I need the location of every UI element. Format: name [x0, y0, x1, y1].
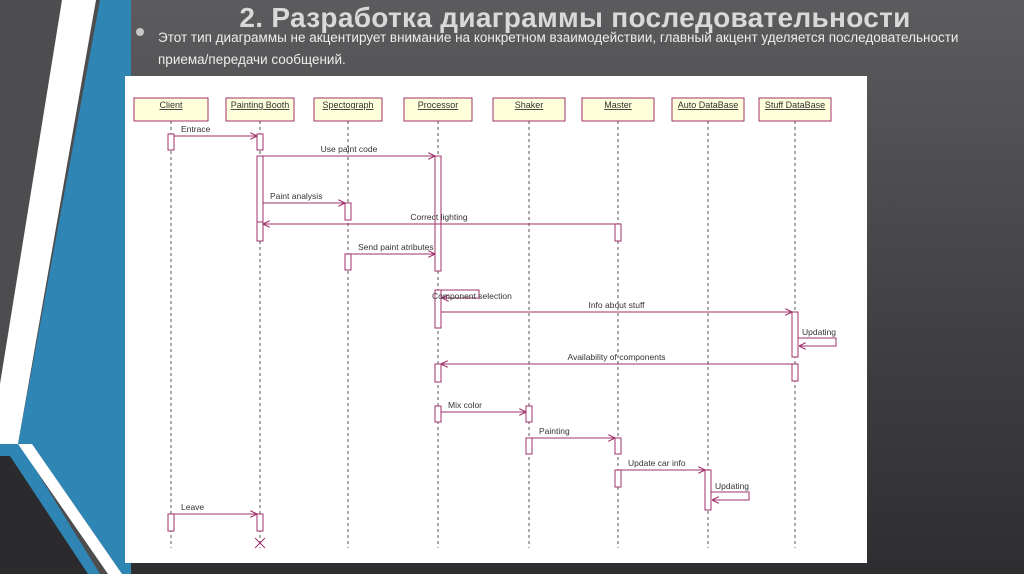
activation-bar [525, 405, 533, 423]
activation-bar [344, 202, 352, 221]
dark-corner [0, 456, 88, 574]
message-label: Correct lighting [410, 212, 467, 222]
activation-bar [614, 469, 622, 488]
bullet-icon [136, 28, 144, 36]
activation-bar [256, 221, 264, 242]
slide-subtitle: Этот тип диаграммы не акцентирует вниман… [158, 30, 959, 67]
lifeline-label-painting-booth: Painting Booth [231, 100, 290, 110]
message-label: Painting [539, 426, 570, 436]
lifeline-label-spectograph: Spectograph [322, 100, 373, 110]
sequence-diagram-panel: Client Painting Booth Spectograph Processor… [125, 76, 867, 563]
activation-bar [434, 363, 442, 383]
destroy-mark-icon [254, 537, 266, 549]
activation-bar [791, 363, 799, 382]
message-label: Updating [715, 481, 749, 491]
activation-bar [704, 469, 712, 511]
activation-bar [434, 405, 442, 423]
lifeline-label-stuff-database: Stuff DataBase [765, 100, 825, 110]
activation-bar [344, 253, 352, 271]
activation-bar [256, 133, 264, 151]
message-label: Send paint atributes [358, 242, 434, 252]
lifeline-box-processor [403, 97, 473, 122]
activation-bar [614, 223, 622, 242]
message-label: Entrace [181, 124, 211, 134]
blue-stripe [18, 0, 131, 574]
lifeline-box-master [581, 97, 655, 122]
lifeline-label-shaker: Shaker [515, 100, 544, 110]
activation-bar [167, 133, 175, 151]
self-message-arrow [798, 337, 837, 346]
activation-bar [167, 513, 175, 532]
message-label: Availability of components [567, 352, 665, 362]
lifeline-box-client [133, 97, 209, 122]
lifeline-label-auto-database: Auto DataBase [678, 100, 739, 110]
message-label: Info about stuff [588, 300, 645, 310]
lifeline-box-auto-database [671, 97, 745, 122]
activation-bar [434, 289, 442, 329]
lifeline-box-shaker [492, 97, 566, 122]
lifeline-label-client: Client [159, 100, 183, 110]
self-message-arrow [711, 491, 750, 500]
message-label: Component selection [432, 291, 512, 301]
activation-bar [525, 437, 533, 455]
activation-bar [256, 155, 264, 223]
activation-bar [614, 437, 622, 455]
message-label: Update car info [628, 458, 686, 468]
lifeline-box-stuff-database [758, 97, 832, 122]
message-label: Paint analysis [270, 191, 322, 201]
message-label: Use paint code [321, 144, 378, 154]
message-label: Leave [181, 502, 204, 512]
lifeline-box-spectograph [313, 97, 383, 122]
activation-bar [434, 155, 442, 272]
slide-title: 2. Разработка диаграммы последовательнос… [239, 2, 911, 33]
self-message-arrow [441, 289, 480, 298]
activation-bar [791, 311, 799, 358]
message-label: Updating [802, 327, 836, 337]
lifeline-label-processor: Processor [418, 100, 459, 110]
sequence-diagram: Client Painting Booth Spectograph Processor… [133, 97, 837, 549]
message-label: Mix color [448, 400, 482, 410]
activation-bar [256, 513, 264, 532]
white-stripe-upper [0, 0, 96, 444]
lifeline-box-painting-booth [225, 97, 295, 122]
lifeline-label-master: Master [604, 100, 632, 110]
white-stripe-lower [18, 444, 122, 574]
